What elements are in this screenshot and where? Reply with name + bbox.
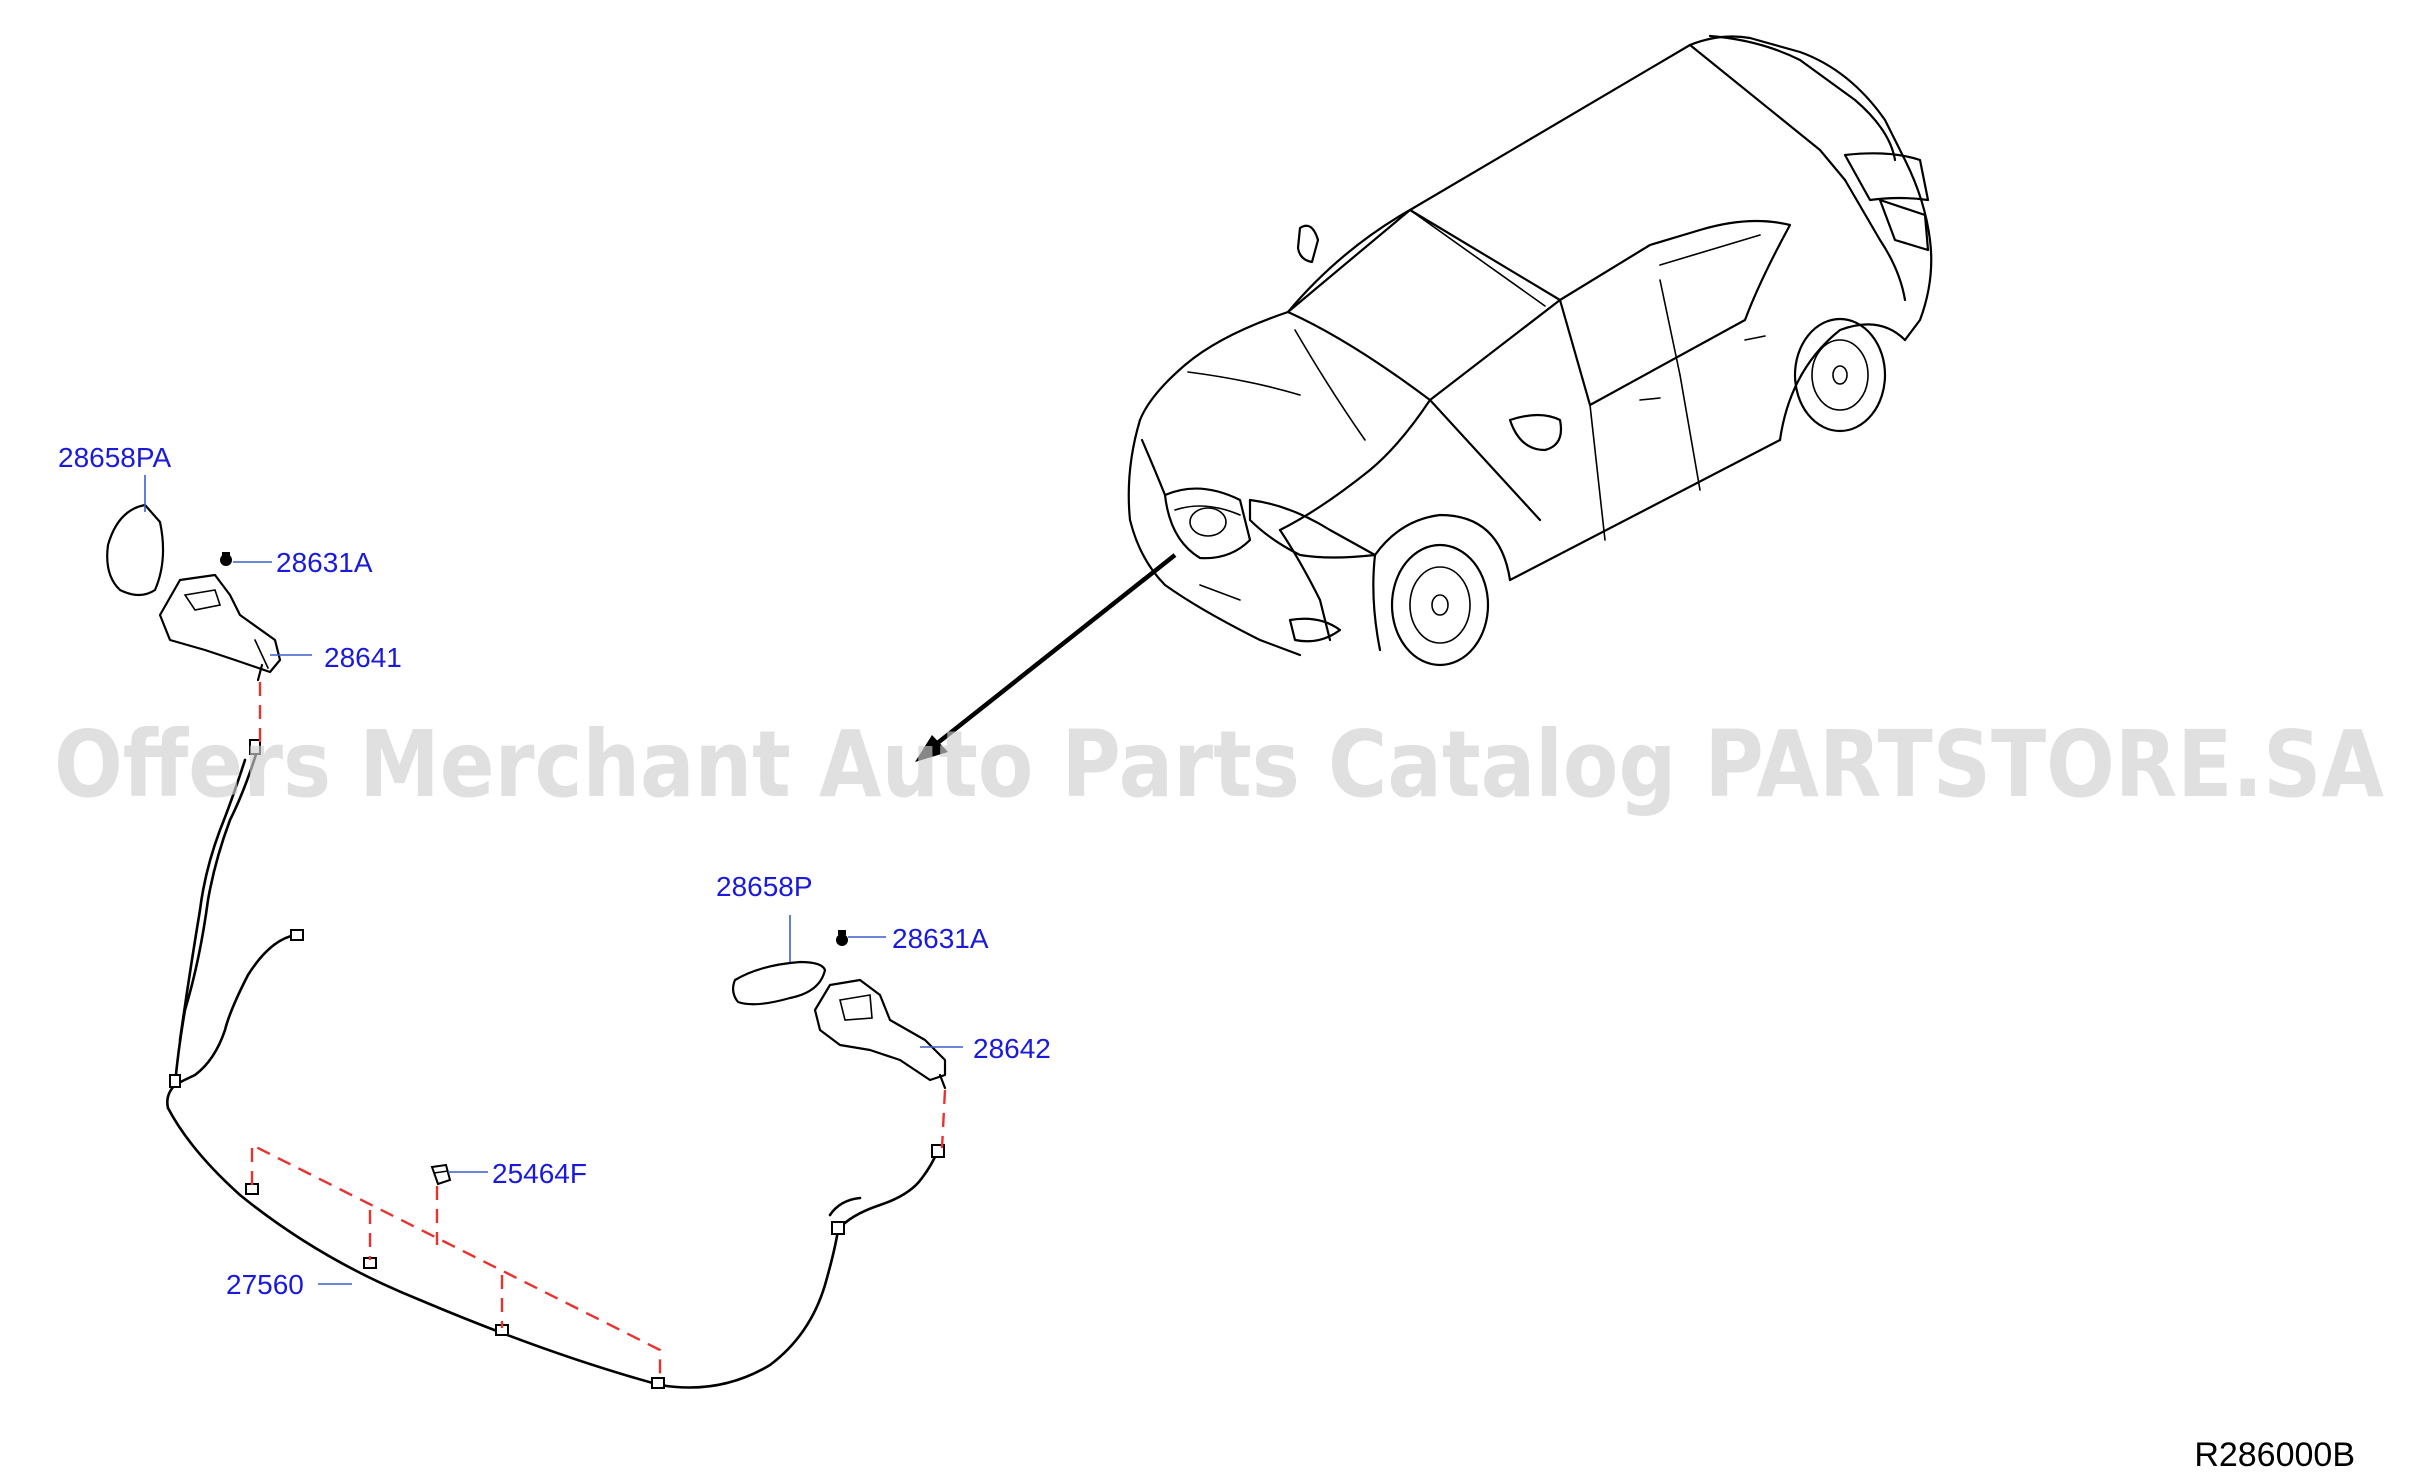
part-label-cap-left[interactable]: 28658PA [58, 442, 171, 473]
left-nozzle-cap [106, 503, 165, 597]
part-label-screw-left[interactable]: 28631A [276, 547, 373, 578]
right-nozzle-assembly [731, 930, 947, 1090]
part-label-screw-right[interactable]: 28631A [892, 923, 989, 954]
part-label-hose[interactable]: 27560 [226, 1269, 304, 1300]
diagram-reference-code: R286000B [2194, 1436, 2355, 1474]
part-label-clip[interactable]: 25464F [492, 1158, 587, 1189]
right-screw-icon [836, 930, 848, 946]
right-nozzle-body [813, 978, 947, 1082]
part-label-nozzle-left[interactable]: 28641 [324, 642, 402, 673]
hose-clip-icon [430, 1163, 452, 1186]
left-screw-icon [220, 552, 232, 566]
part-label-nozzle-right[interactable]: 28642 [973, 1033, 1051, 1064]
location-arrow [915, 553, 1177, 762]
part-labels: 28658PA 28631A 28641 28658P 28631A 28642… [58, 442, 1051, 1300]
washer-hose [166, 739, 945, 1389]
left-nozzle-assembly [106, 503, 282, 682]
vehicle-illustration [1127, 34, 1933, 667]
watermark-text: Offers Merchant Auto Parts Catalog PARTS… [54, 711, 2384, 818]
part-label-cap-right[interactable]: 28658P [716, 871, 813, 902]
leader-lines [144, 475, 963, 1285]
right-nozzle-cap [731, 960, 827, 1006]
assembly-guide-lines [250, 682, 947, 1380]
left-nozzle-body [158, 573, 282, 674]
